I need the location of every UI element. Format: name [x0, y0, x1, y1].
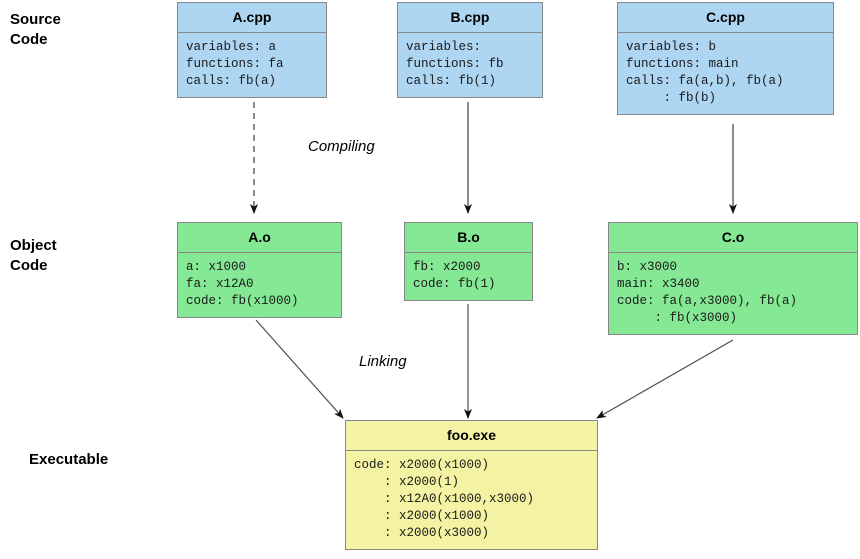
edge-label-linking: Linking [359, 353, 407, 370]
node-a-o[interactable]: A.o a: x1000 fa: x12A0 code: fb(x1000) [177, 222, 342, 318]
node-c-o-body: b: x3000 main: x3400 code: fa(a,x3000), … [617, 260, 798, 325]
node-b-o-body: fb: x2000 code: fb(1) [413, 260, 496, 291]
node-b-o[interactable]: B.o fb: x2000 code: fb(1) [404, 222, 533, 301]
node-c-cpp-body: variables: b functions: main calls: fa(a… [626, 40, 784, 105]
row-label-source-code: Source Code [10, 11, 61, 48]
node-a-cpp-body: variables: a functions: fa calls: fb(a) [186, 40, 284, 88]
node-b-cpp[interactable]: B.cpp variables: functions: fb calls: fb… [397, 2, 543, 98]
node-a-cpp[interactable]: A.cpp variables: a functions: fa calls: … [177, 2, 327, 98]
node-b-o-title: B.o [405, 223, 532, 253]
edge-label-compiling: Compiling [308, 138, 375, 155]
row-label-object-code: Object Code [10, 237, 57, 274]
node-b-cpp-body: variables: functions: fb calls: fb(1) [406, 40, 504, 88]
node-foo-exe-body: code: x2000(x1000) : x2000(1) : x12A0(x1… [354, 458, 535, 540]
node-a-o-title: A.o [178, 223, 341, 253]
node-a-cpp-title: A.cpp [178, 3, 326, 33]
node-c-o-title: C.o [609, 223, 857, 253]
node-c-cpp-title: C.cpp [618, 3, 833, 33]
node-foo-exe-title: foo.exe [346, 421, 597, 451]
node-c-cpp[interactable]: C.cpp variables: b functions: main calls… [617, 2, 834, 115]
edge-c-o-to-foo-exe [596, 339, 734, 419]
node-b-cpp-title: B.cpp [398, 3, 542, 33]
node-a-o-body: a: x1000 fa: x12A0 code: fb(x1000) [186, 260, 299, 308]
edge-a-o-to-foo-exe [255, 319, 344, 419]
node-c-o[interactable]: C.o b: x3000 main: x3400 code: fa(a,x300… [608, 222, 858, 335]
node-foo-exe[interactable]: foo.exe code: x2000(x1000) : x2000(1) : … [345, 420, 598, 550]
row-label-executable: Executable [29, 451, 109, 468]
